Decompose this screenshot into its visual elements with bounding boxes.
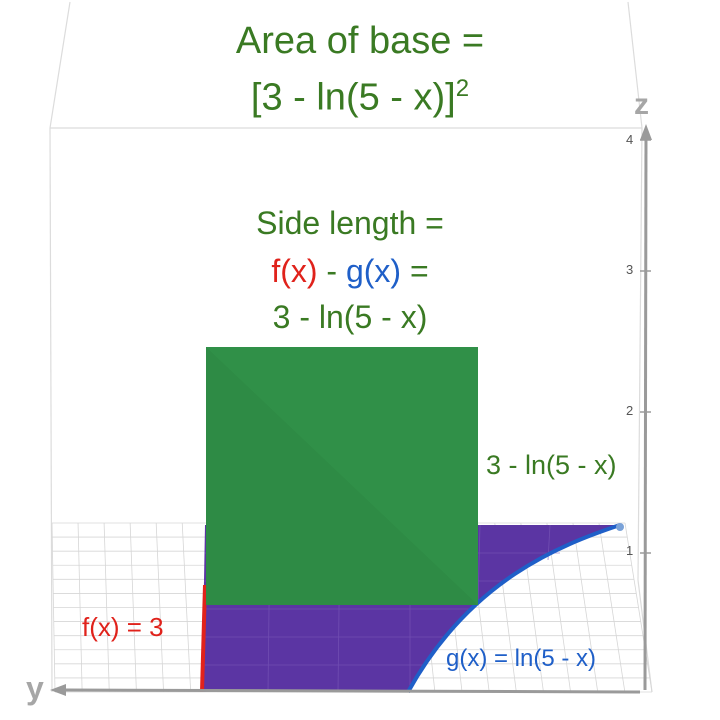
side-length-equals: = [401, 253, 429, 289]
z-axis [643, 127, 648, 691]
g-curve [406, 523, 621, 693]
z-axis-label: z [634, 88, 649, 121]
f-line [200, 584, 207, 693]
y-axis-arrow [50, 684, 66, 696]
title-formula: [3 - ln(5 - x)] [250, 76, 456, 119]
z-tick-label: 1 [626, 543, 634, 558]
z-axis-ticks [640, 139, 651, 554]
z-tick-label: 2 [626, 403, 634, 418]
floor-grid-line [77, 522, 83, 693]
side-length-line-2: f(x) - g(x) = [200, 244, 500, 298]
side-length-minus: - [317, 253, 346, 289]
floor-grid-line [155, 522, 164, 693]
f-label: f(x) = 3 [82, 612, 164, 642]
side-length-line-3: 3 - ln(5 - x) [272, 299, 428, 335]
g-label: g(x) = ln(5 - x) [446, 645, 597, 672]
z-axis-arrow [640, 124, 652, 140]
side-length-g: g(x) [345, 253, 402, 289]
g-curve-endpoint [616, 523, 624, 531]
side-length-line-1: Side length = [256, 205, 444, 241]
floor-grid-line [598, 522, 626, 693]
floor-grid-line [103, 522, 110, 693]
floor-grid-line [572, 522, 599, 693]
floor-grid-line [181, 522, 192, 693]
title-exponent: 2 [455, 75, 470, 102]
floor-grid-line [624, 522, 653, 693]
title-line-1: Area of base = [235, 20, 485, 62]
y-axis [65, 688, 641, 694]
square-height-label: 3 - ln(5 - x) [486, 450, 617, 480]
title-line-2: [3 - ln(5 - x)]2 [0, 66, 720, 121]
y-axis-label: y [26, 670, 44, 706]
floor-grid-line [51, 522, 56, 693]
square-shade [206, 347, 478, 605]
floor-grid-line [129, 522, 137, 693]
side-length-f: f(x) [271, 253, 318, 289]
z-tick-label: 3 [626, 262, 634, 277]
z-tick-label: 4 [626, 132, 634, 147]
